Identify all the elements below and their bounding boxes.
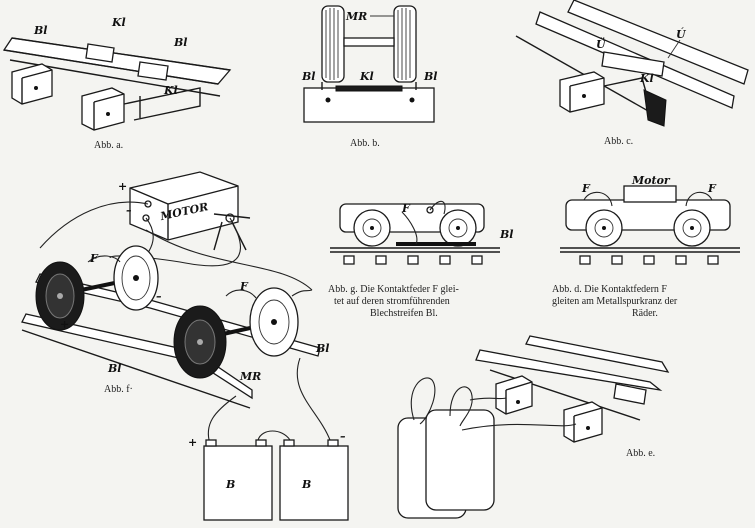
label-f: F — [581, 182, 591, 195]
label-minus: – — [340, 430, 346, 443]
label-kl: Kl — [163, 84, 178, 97]
figure-b-wheel-right — [393, 5, 417, 83]
figure-c: Ü Ú Kl Abb. c. — [515, 0, 749, 147]
contact-spring — [87, 255, 121, 263]
figure-a-block — [11, 63, 53, 105]
figure-d: Motor F F Abb. d. Die Kontaktfedern F gl… — [552, 174, 740, 319]
label-bl: Bl — [33, 24, 47, 37]
caption-abb-g-line: tet auf deren stromführenden — [334, 296, 450, 307]
wire — [145, 229, 313, 291]
figure-g: F Bl Abb. g. Die Kontaktfeder F glei- te… — [328, 200, 513, 319]
label-bl: Bl — [499, 228, 513, 241]
label-minus: – — [156, 290, 162, 303]
caption-abb-d-line: Abb. d. Die Kontaktfedern F — [552, 284, 667, 295]
contact-spring — [225, 289, 257, 299]
label-plus: + — [118, 180, 127, 193]
figure-d-spring — [685, 191, 713, 207]
label-kl: Kl — [111, 16, 126, 29]
label-f: F — [89, 252, 99, 265]
wheel-front-left — [173, 305, 227, 379]
figure-e: Abb. e. — [397, 335, 670, 519]
wheel-rear-right — [113, 245, 159, 311]
figure-a-sleeper — [137, 61, 169, 81]
figure-g-wheel — [353, 209, 391, 247]
figure-d-wheel — [673, 209, 711, 247]
label-motor: Motor — [631, 174, 671, 187]
battery-label: B — [225, 478, 235, 491]
caption-abb-g-line: Blechstreifen Bl. — [370, 308, 438, 319]
label-kl: Kl — [359, 70, 374, 83]
figure-c-sleeper — [601, 51, 665, 77]
label-u: Ü — [596, 37, 607, 51]
figure-b-base — [303, 87, 435, 123]
figure-c-rail — [567, 0, 749, 85]
label-bl: Bl — [107, 362, 121, 375]
label-u: Ú — [676, 27, 687, 41]
motor-box: MOTOR — [129, 171, 251, 251]
caption-abb-g-line: Abb. g. Die Kontaktfeder F glei- — [328, 284, 459, 295]
wire — [461, 423, 577, 431]
figure-f: MOTOR + – — [21, 171, 349, 521]
figure-c-block — [559, 71, 605, 113]
label-minus: – — [126, 204, 132, 217]
figure-e-block — [563, 401, 603, 443]
contact-spring — [291, 289, 313, 297]
figure-b: MR Bl Kl Bl Abb. b. — [301, 5, 437, 149]
label-mr: MR — [239, 370, 261, 383]
label-plus: + — [188, 436, 197, 449]
caption-abb-d-line: gleiten am Metallspurkranz der — [552, 296, 678, 307]
figure-e-rail — [475, 349, 663, 392]
figure-g-contact-strip — [396, 242, 476, 246]
caption-abb-c: Abb. c. — [604, 136, 633, 147]
label-bl: Bl — [301, 70, 315, 83]
caption-abb-e: Abb. e. — [626, 448, 655, 459]
label-bl: Bl — [423, 70, 437, 83]
figure-e-rail — [525, 335, 670, 373]
wire — [39, 201, 149, 249]
wheel-rear-left — [35, 261, 85, 331]
wheel-front-right — [249, 287, 299, 357]
label-f: F — [707, 182, 717, 195]
figure-c-connector — [643, 89, 667, 127]
label-kl: Kl — [639, 72, 654, 85]
wire — [469, 397, 507, 401]
caption-abb-f: Abb. f· — [104, 384, 133, 395]
label-mr: MR — [345, 10, 367, 23]
figure-d-wheel — [585, 209, 623, 247]
wire — [207, 395, 237, 445]
figure-e-sleeper — [613, 383, 647, 405]
figure-a-sleeper — [85, 43, 115, 63]
wire — [296, 357, 331, 441]
battery-cell: B — [279, 439, 349, 521]
figure-d-spring — [583, 191, 613, 207]
wire — [257, 430, 291, 441]
figure-b-axle — [343, 37, 395, 47]
figure-a-block — [81, 87, 125, 131]
wire — [449, 386, 473, 427]
label-bl: Bl — [173, 36, 187, 49]
wire — [410, 377, 436, 425]
battery-label: B — [301, 478, 311, 491]
figure-d-motor — [623, 185, 677, 203]
label-plus: + — [60, 318, 69, 331]
figure-a: Bl Kl Bl Kl Abb. a. — [2, 16, 232, 151]
caption-abb-a: Abb. a. — [94, 140, 123, 151]
figure-e-block — [495, 375, 533, 415]
figure-g-wheel — [439, 209, 477, 247]
figure-b-wheel-left — [321, 5, 345, 83]
battery-cell: B — [203, 439, 273, 521]
caption-abb-d-line: Räder. — [632, 308, 658, 319]
caption-abb-b: Abb. b. — [350, 138, 380, 149]
label-f: F — [239, 280, 249, 293]
figure-b-contact-strip — [335, 85, 403, 92]
label-f: F — [401, 202, 411, 215]
figure-e-battery — [397, 409, 495, 519]
figure-g-spring — [401, 211, 418, 245]
label-bl: Bl — [315, 342, 329, 355]
